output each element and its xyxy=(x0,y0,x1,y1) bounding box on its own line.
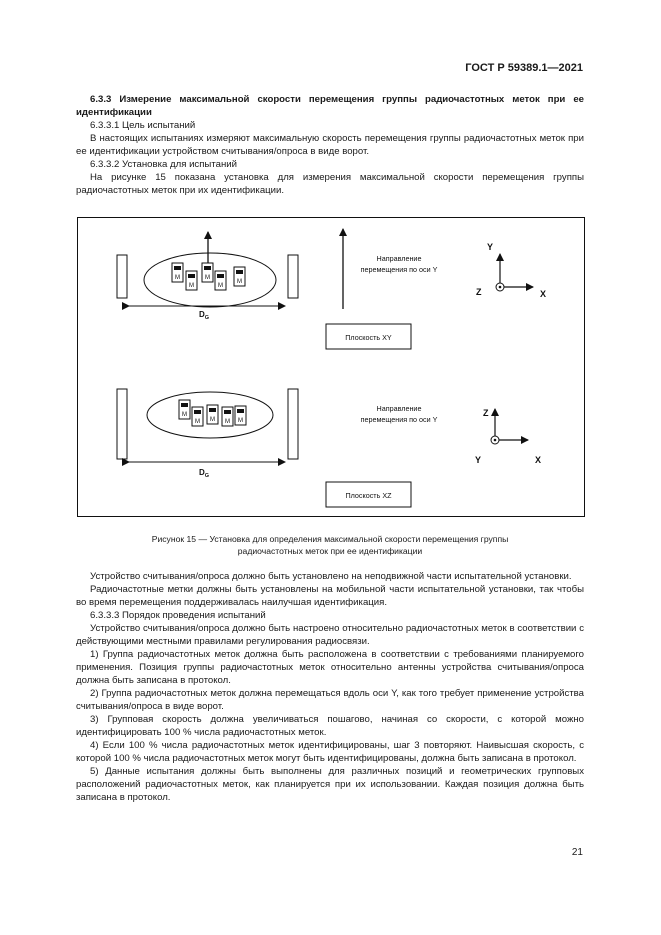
paragraph-reader-config: Устройство считывания/опроса должно быть… xyxy=(76,623,584,647)
axis-label-z-bottom: Z xyxy=(483,408,489,418)
step-4: 4) Если 100 % числа радиочастотных меток… xyxy=(76,740,584,764)
axis-label-y-bottom: Y xyxy=(475,455,481,465)
svg-text:M: M xyxy=(237,279,242,285)
subsection-6-3-3-1: 6.3.3.1 Цель испытаний xyxy=(90,120,196,131)
step-2: 2) Группа радиочастотных меток должна пе… xyxy=(76,688,584,712)
axis-label-z-top: Z xyxy=(476,287,482,297)
tag-group-bottom: M M M M xyxy=(178,399,247,427)
direction-label-top-line2: перемещения по оси Y xyxy=(361,265,438,274)
axis-label-x-top: X xyxy=(540,289,546,299)
standard-number: ГОСТ Р 59389.1—2021 xyxy=(465,62,583,74)
dimension-label-top: DG xyxy=(199,310,209,321)
svg-text:M: M xyxy=(182,412,187,418)
dimension-label-bottom: DG xyxy=(199,468,209,479)
rfid-tag: M xyxy=(234,405,247,426)
axis-triad-top: Y Z X xyxy=(476,242,546,299)
axis-triad-bottom: Z Y X xyxy=(475,408,541,465)
top-panel: M M M M xyxy=(116,228,546,350)
figure-caption-line1: Рисунок 15 — Установка для определения м… xyxy=(151,534,509,544)
section-intro: 6.3.3 Измерение максимальной скорости пе… xyxy=(76,93,584,197)
figure-15: M M M M xyxy=(77,217,585,517)
svg-text:M: M xyxy=(189,283,194,289)
paragraph-tag-mount: Радиочастотные метки должны быть установ… xyxy=(76,584,584,608)
direction-label-top-line1: Направление xyxy=(377,254,422,263)
rfid-tag: M xyxy=(214,270,227,291)
bottom-panel: M M M M xyxy=(116,388,541,508)
axis-label-x-bottom: X xyxy=(535,455,541,465)
figure-caption-line2: радиочастотных меток при ее идентификаци… xyxy=(237,546,423,556)
plane-box-xz xyxy=(325,481,412,508)
svg-text:M: M xyxy=(175,275,180,281)
plane-box-xy xyxy=(325,323,412,350)
reader-gate-right-top xyxy=(287,254,299,299)
reader-gate-right-bottom xyxy=(287,388,299,460)
svg-text:M: M xyxy=(218,283,223,289)
page-number: 21 xyxy=(571,847,583,858)
rfid-tag: M xyxy=(185,270,198,291)
step-1: 1) Группа радиочастотных меток должна бы… xyxy=(76,649,584,686)
rfid-tag: M xyxy=(178,399,191,420)
rfid-tag: M xyxy=(221,406,234,427)
svg-text:M: M xyxy=(225,419,230,425)
subsection-6-3-3-2: 6.3.3.2 Установка для испытаний xyxy=(90,159,237,170)
svg-text:M: M xyxy=(195,419,200,425)
paragraph-setup: На рисунке 15 показана установка для изм… xyxy=(76,172,584,196)
svg-text:M: M xyxy=(205,275,210,281)
axis-label-y-top: Y xyxy=(487,242,493,252)
figure-frame xyxy=(77,217,585,517)
reader-gate-left-bottom xyxy=(116,388,128,460)
rfid-tag: M xyxy=(233,266,246,287)
section-body: Устройство считывания/опроса должно быть… xyxy=(76,570,584,804)
step-5: 5) Данные испытания должны быть выполнен… xyxy=(76,766,584,803)
rfid-tag: M xyxy=(206,404,219,425)
subsection-6-3-3-3: 6.3.3.3 Порядок проведения испытаний xyxy=(90,610,266,621)
direction-label-bottom-line1: Направление xyxy=(377,404,422,413)
rfid-tag: M xyxy=(201,262,214,283)
tag-group-top: M M M M xyxy=(171,262,246,291)
rfid-tag: M xyxy=(171,262,184,283)
svg-text:M: M xyxy=(238,418,243,424)
figure-15-diagram: M M M M xyxy=(77,217,585,517)
reader-gate-left-top xyxy=(116,254,128,299)
direction-label-bottom-line2: перемещения по оси Y xyxy=(361,415,438,424)
figure-caption: Рисунок 15 — Установка для определения м… xyxy=(76,533,584,557)
paragraph-purpose: В настоящих испытаниях измеряют максимал… xyxy=(76,133,584,157)
section-heading: 6.3.3 Измерение максимальной скорости пе… xyxy=(76,94,584,118)
svg-text:M: M xyxy=(210,417,215,423)
plane-label-xy: Плоскость XY xyxy=(345,333,392,342)
rfid-tag: M xyxy=(191,406,204,427)
step-3: 3) Групповая скорость должна увеличивать… xyxy=(76,714,584,738)
plane-label-xz: Плоскость XZ xyxy=(345,491,392,500)
paragraph-reader-mount: Устройство считывания/опроса должно быть… xyxy=(90,571,572,582)
